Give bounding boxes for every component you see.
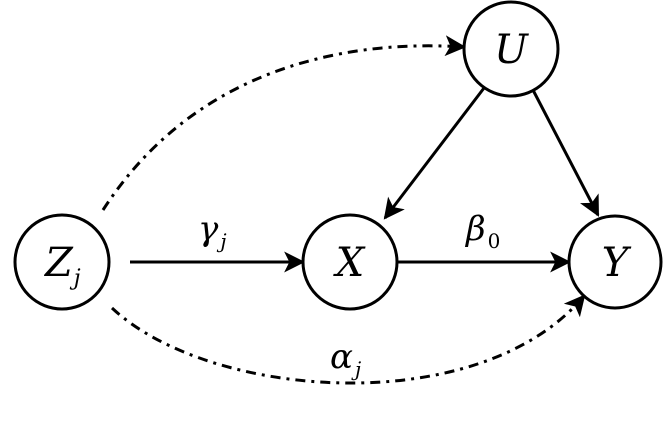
edge-u-to-x [383,87,486,220]
node-u-label: U [494,27,529,73]
edge-u-to-y [531,89,600,217]
node-u: U [462,0,560,98]
edge-z-to-y [110,294,586,385]
node-z-label: Zj [43,240,81,291]
node-y-label: Y [602,240,632,286]
node-z: Zj [13,213,111,311]
node-y: Y [567,214,663,310]
node-x: X [301,213,399,311]
edge-z-to-u [101,35,467,211]
node-x-label: X [333,240,366,286]
